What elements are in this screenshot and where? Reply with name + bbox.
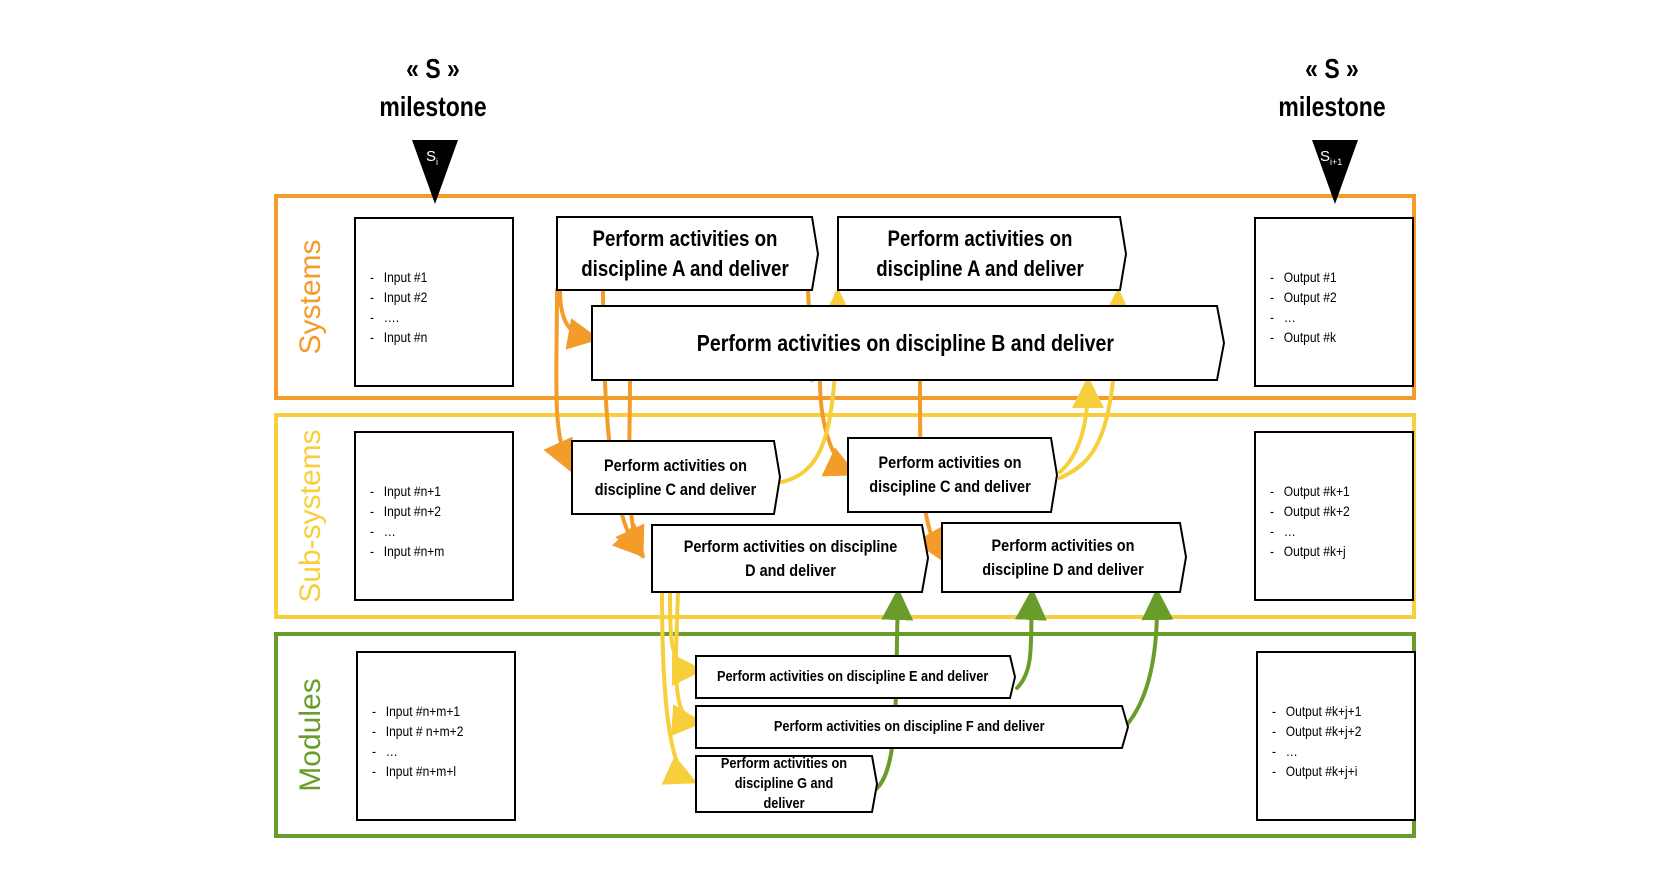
list-item: Input #n+1	[370, 481, 444, 501]
activity-mod-f-text: Perform activities on discipline F and d…	[773, 718, 1045, 735]
modules-inputs-box: Input #n+m+1 Input # n+m+2 … Input #n+m+…	[356, 651, 516, 821]
list-item: Input #1	[370, 267, 428, 287]
activity-shape-sub-d1	[651, 524, 930, 593]
right-milestone-marker-icon	[1312, 140, 1358, 204]
list-item: …	[1272, 741, 1361, 761]
list-item: Input #n	[370, 327, 428, 347]
left-milestone-symbol: « S »	[406, 53, 460, 84]
flow-arrow	[1122, 588, 1174, 730]
activity-sys-a2: Perform activities on discipline A and d…	[845, 219, 1115, 289]
flow-arrow	[818, 378, 858, 477]
right-marker-letter: S	[1320, 148, 1331, 165]
flow-arrow	[558, 288, 600, 350]
list-item: Input #n+2	[370, 501, 444, 521]
activity-shape-sub-d2	[941, 522, 1188, 593]
activity-mod-e-text: Perform activities on discipline E and d…	[716, 668, 989, 685]
list-item: Input # n+m+2	[372, 721, 464, 741]
activity-sub-c1-text: Perform activities on discipline C and d…	[594, 456, 757, 499]
systems-band	[274, 194, 1416, 400]
activity-mod-g-text: Perform activities on discipline G and d…	[720, 755, 848, 812]
activity-sys-a1: Perform activities on discipline A and d…	[560, 219, 810, 289]
left-milestone-marker-label: Si	[426, 148, 438, 167]
list-item: Input #n+m+1	[372, 701, 463, 721]
list-item: Output #k	[1270, 327, 1337, 347]
activity-sub-d2: Perform activities on discipline D and d…	[948, 525, 1178, 591]
list-item: Input #2	[370, 287, 428, 307]
right-milestone-marker-label: Si+1	[1320, 148, 1342, 167]
subsystems-band	[274, 413, 1416, 619]
list-item: …	[372, 741, 463, 761]
activity-sub-d2-text: Perform activities on discipline D and d…	[982, 536, 1144, 579]
list-item: …	[1270, 307, 1337, 327]
list-item: …	[370, 521, 444, 541]
list-item: Output #k+j+i	[1272, 761, 1361, 781]
activity-sys-b-text: Perform activities on discipline B and d…	[696, 330, 1114, 356]
activity-sub-c2: Perform activities on discipline C and d…	[855, 440, 1045, 510]
activity-mod-e: Perform activities on discipline E and d…	[700, 657, 1005, 697]
activity-sub-d1: Perform activities on discipline D and d…	[658, 527, 923, 591]
subsystems-outputs-box: Output #k+1 Output #k+2 … Output #k+j	[1254, 431, 1414, 601]
activity-sub-c1: Perform activities on discipline C and d…	[578, 443, 773, 513]
right-milestone-title: « S » milestone	[1250, 50, 1414, 126]
flow-arrow	[670, 590, 704, 737]
list-item: Input #n+m	[370, 541, 445, 561]
activity-mod-g: Perform activities on discipline G and d…	[700, 755, 868, 812]
right-marker-subscript: i+1	[1330, 157, 1343, 167]
activity-sys-a2-text: Perform activities on discipline A and d…	[876, 226, 1084, 281]
right-milestone-symbol: « S »	[1305, 53, 1359, 84]
activity-shape-mod-g	[695, 755, 879, 813]
left-marker-subscript: i	[436, 157, 439, 167]
left-milestone-marker-icon	[412, 140, 458, 204]
list-item: Input #n+m+l	[372, 761, 463, 781]
activity-sys-b: Perform activities on discipline B and d…	[600, 308, 1210, 378]
activity-sub-c2-text: Perform activities on discipline C and d…	[869, 453, 1031, 496]
activity-shape-sys-a2	[837, 216, 1128, 291]
activity-sub-d1-text: Perform activities on discipline D and d…	[683, 537, 898, 580]
left-milestone-title: « S » milestone	[351, 50, 515, 126]
list-item: ….	[370, 307, 427, 327]
flow-arrow	[668, 590, 704, 686]
systems-inputs-box: Input #1 Input #2 …. Input #n	[354, 217, 514, 387]
subsystems-inputs-box: Input #n+1 Input #n+2 … Input #n+m	[354, 431, 514, 601]
flow-arrow	[1058, 376, 1104, 474]
list-item: Output #k+j+2	[1272, 721, 1362, 741]
left-marker-letter: S	[426, 148, 437, 165]
activity-shape-sub-c1	[571, 440, 782, 515]
activity-shape-mod-e	[695, 655, 1017, 699]
activity-shape-sub-c2	[847, 437, 1059, 513]
modules-outputs-box: Output #k+j+1 Output #k+j+2 … Output #k+…	[1256, 651, 1416, 821]
systems-outputs-box: Output #1 Output #2 … Output #k	[1254, 217, 1414, 387]
list-item: Output #k+j+1	[1272, 701, 1362, 721]
activity-shape-sys-a1	[556, 216, 820, 291]
activity-mod-f: Perform activities on discipline F and d…	[700, 707, 1118, 747]
activity-shape-mod-f	[695, 705, 1130, 749]
list-item: Output #k+1	[1270, 481, 1350, 501]
left-milestone-word: milestone	[379, 91, 487, 122]
list-item: Output #1	[1270, 267, 1337, 287]
activity-sys-a1-text: Perform activities on discipline A and d…	[581, 226, 789, 281]
list-item: Output #2	[1270, 287, 1337, 307]
flow-arrow	[660, 590, 698, 785]
right-milestone-word: milestone	[1278, 91, 1386, 122]
activity-shape-sys-b	[591, 305, 1226, 381]
flow-arrow	[1014, 588, 1047, 690]
list-item: …	[1270, 521, 1350, 541]
list-item: Output #k+j	[1270, 541, 1350, 561]
flow-arrow	[543, 288, 573, 473]
list-item: Output #k+2	[1270, 501, 1350, 521]
